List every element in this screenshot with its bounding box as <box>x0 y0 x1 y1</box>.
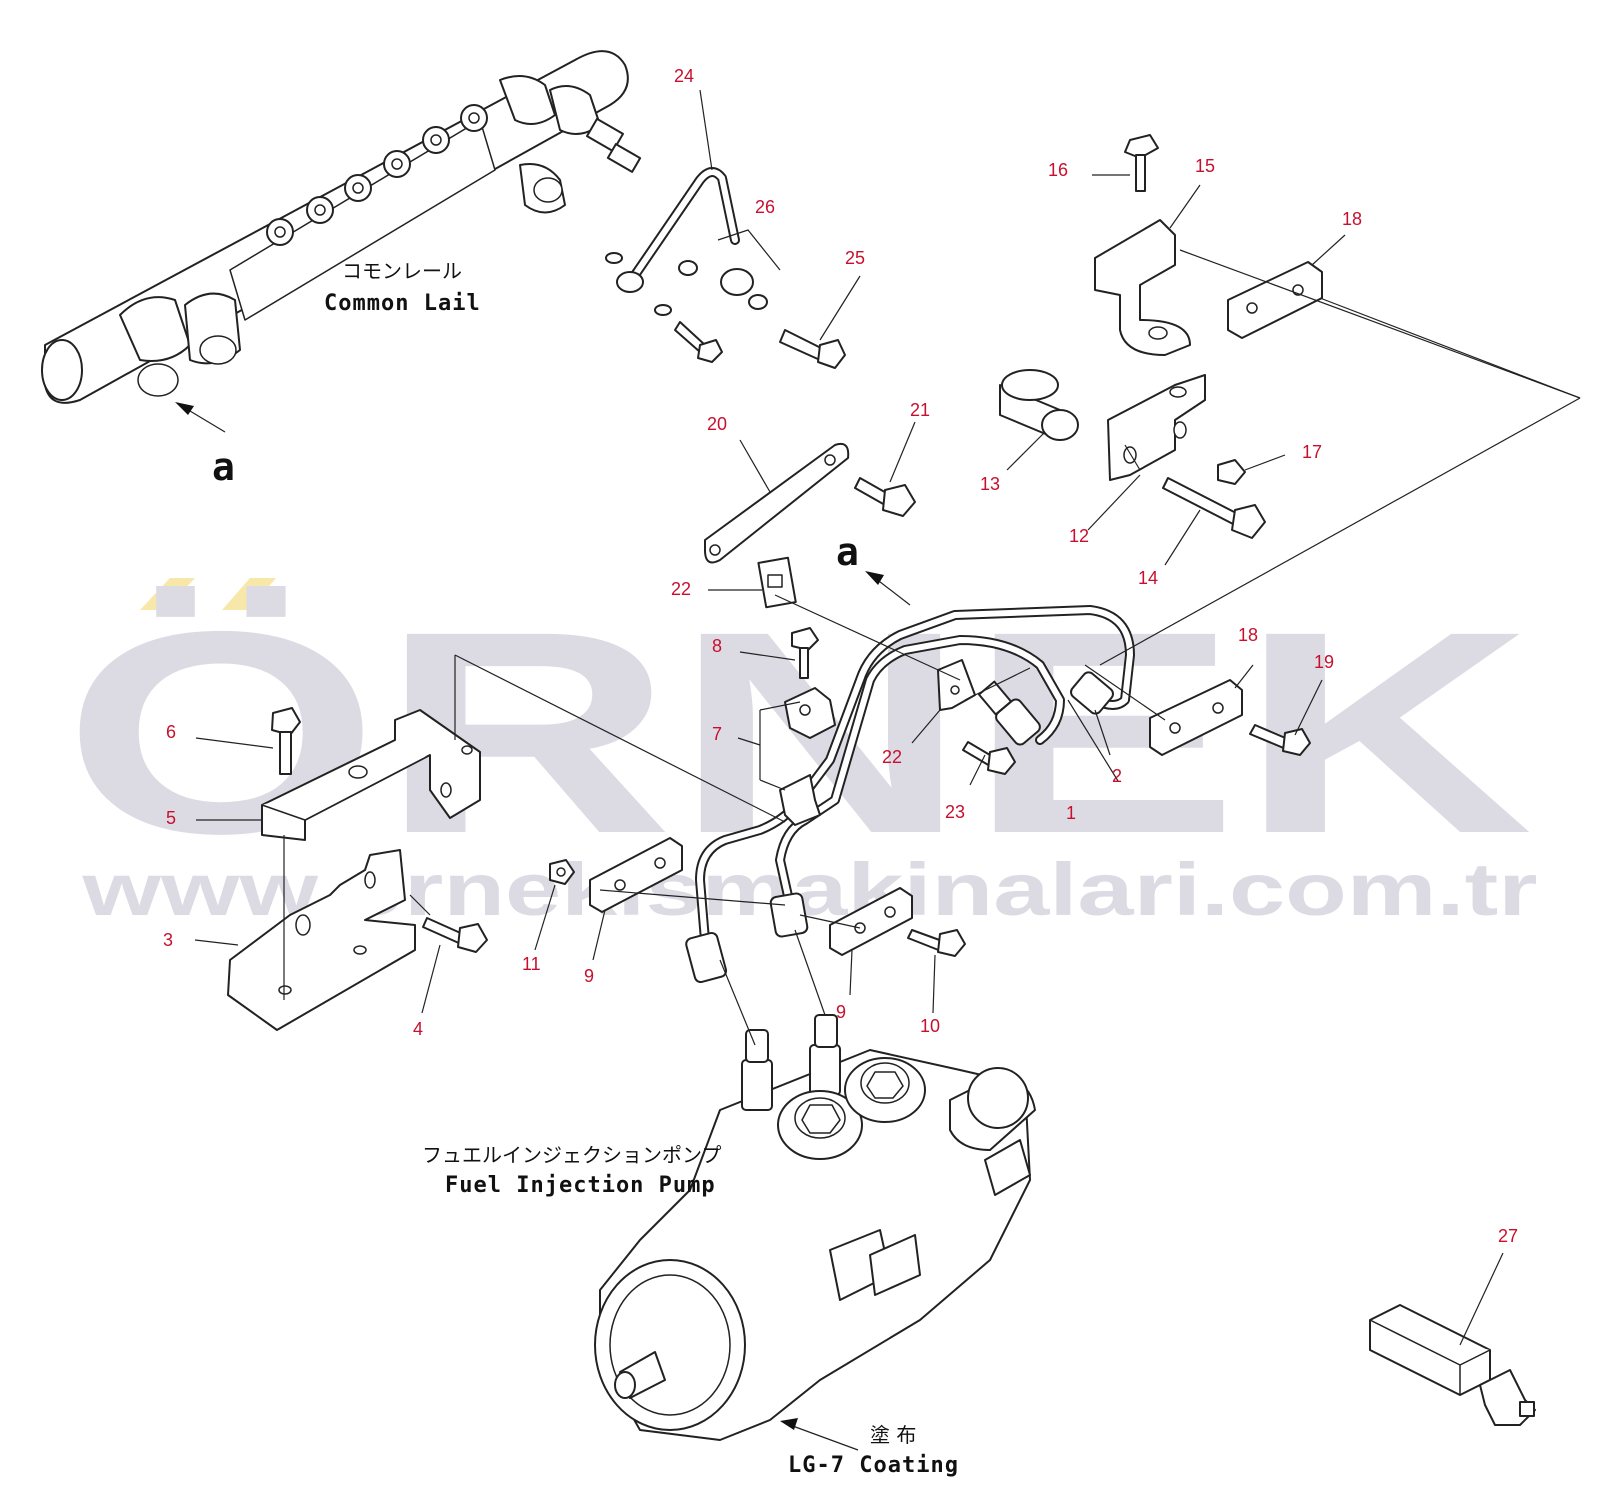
pump-right-port-line <box>794 929 826 1016</box>
part-7-clamp <box>759 687 836 826</box>
callout-23: 23 <box>945 802 965 822</box>
callout-4: 4 <box>413 1019 423 1039</box>
view-marker-pipe: a <box>836 530 859 574</box>
callout-10: 10 <box>920 1016 940 1036</box>
callout-22-upper: 22 <box>671 579 691 599</box>
callout-20: 20 <box>707 414 727 434</box>
coating-arrow <box>780 1418 859 1451</box>
callout-21: 21 <box>910 400 930 420</box>
callout-27: 27 <box>1498 1226 1518 1246</box>
callout-18-top: 18 <box>1342 209 1362 229</box>
callout-18-lower: 18 <box>1238 625 1258 645</box>
callout-11: 11 <box>522 954 541 974</box>
part-11-nut <box>549 859 575 885</box>
part-5-bracket <box>261 709 481 841</box>
part-9-clamp-left <box>589 837 683 913</box>
part-13-spacer <box>999 369 1079 441</box>
part-26-gaskets <box>605 229 781 316</box>
callout-15: 15 <box>1195 156 1215 176</box>
part-20-plate <box>704 442 850 564</box>
callout-17: 17 <box>1302 442 1322 462</box>
part-18-clamp-top <box>1227 261 1323 339</box>
common-rail-label-en: Common Lail <box>324 291 481 316</box>
callout-8: 8 <box>712 636 722 656</box>
watermark-accent-left <box>140 578 195 610</box>
view-marker-rail: a <box>212 445 235 489</box>
part-17-nut <box>1217 459 1246 485</box>
view-arrow-rail <box>175 402 226 433</box>
part-23-bolt <box>962 741 1016 775</box>
fuel-injection-pump <box>594 1014 1036 1441</box>
part-15-bracket <box>1094 219 1191 356</box>
part-9-clamp-right <box>829 887 913 956</box>
part-6-bolt <box>271 707 301 775</box>
callout-22-lower: 22 <box>882 747 902 767</box>
part-1-2-fuel-pipes <box>685 605 1135 984</box>
part-22-clamp-lower <box>937 659 976 711</box>
part-12-bracket <box>1107 374 1206 481</box>
callout-24: 24 <box>674 66 694 86</box>
callout-7: 7 <box>712 724 722 744</box>
callout-6: 6 <box>166 722 176 742</box>
part-8-bolt <box>791 627 819 679</box>
coating-label-jp: 塗 布 <box>870 1423 916 1447</box>
pump-label-jp: フュエルインジェクションポンプ <box>422 1143 721 1167</box>
leader-lines <box>194 89 1581 1346</box>
part-27-tool <box>1369 1304 1536 1426</box>
callout-12: 12 <box>1069 526 1089 546</box>
part-4-bolt <box>422 917 488 953</box>
callout-1: 1 <box>1066 803 1076 823</box>
common-rail <box>41 50 642 404</box>
callout-14: 14 <box>1138 568 1158 588</box>
part-25-bolts <box>674 321 846 369</box>
part-19-bolt <box>1249 724 1311 756</box>
part-24-tube <box>616 167 754 296</box>
callout-9b: 9 <box>836 1002 846 1022</box>
callout-9a: 9 <box>584 966 594 986</box>
part-10-bolt <box>907 929 966 957</box>
pump-label-en: Fuel Injection Pump <box>445 1173 716 1198</box>
callout-numbers: 1 2 3 4 5 6 7 8 9 9 10 11 12 13 14 15 16… <box>163 66 1518 1246</box>
pump-left-port-line <box>719 959 756 1046</box>
callout-13: 13 <box>980 474 1000 494</box>
callout-19: 19 <box>1314 652 1334 672</box>
callout-26: 26 <box>755 197 775 217</box>
part-22-clamp-upper <box>757 556 797 609</box>
callout-2: 2 <box>1112 766 1122 786</box>
common-rail-label-jp: コモンレール <box>342 259 462 283</box>
callout-25: 25 <box>845 248 865 268</box>
coating-label-en: LG-7 Coating <box>788 1453 959 1478</box>
view-arrow-pipe <box>865 571 911 606</box>
callout-3: 3 <box>163 930 173 950</box>
callout-5: 5 <box>166 808 176 828</box>
part-18-clamp-lower <box>1149 679 1243 756</box>
callout-16: 16 <box>1048 160 1068 180</box>
part-16-bolt <box>1124 134 1159 192</box>
part-21-bolt <box>854 477 916 517</box>
part-3-bracket <box>227 849 416 1031</box>
watermark-accent-right <box>222 578 276 610</box>
part-14-bolt <box>1162 477 1266 539</box>
